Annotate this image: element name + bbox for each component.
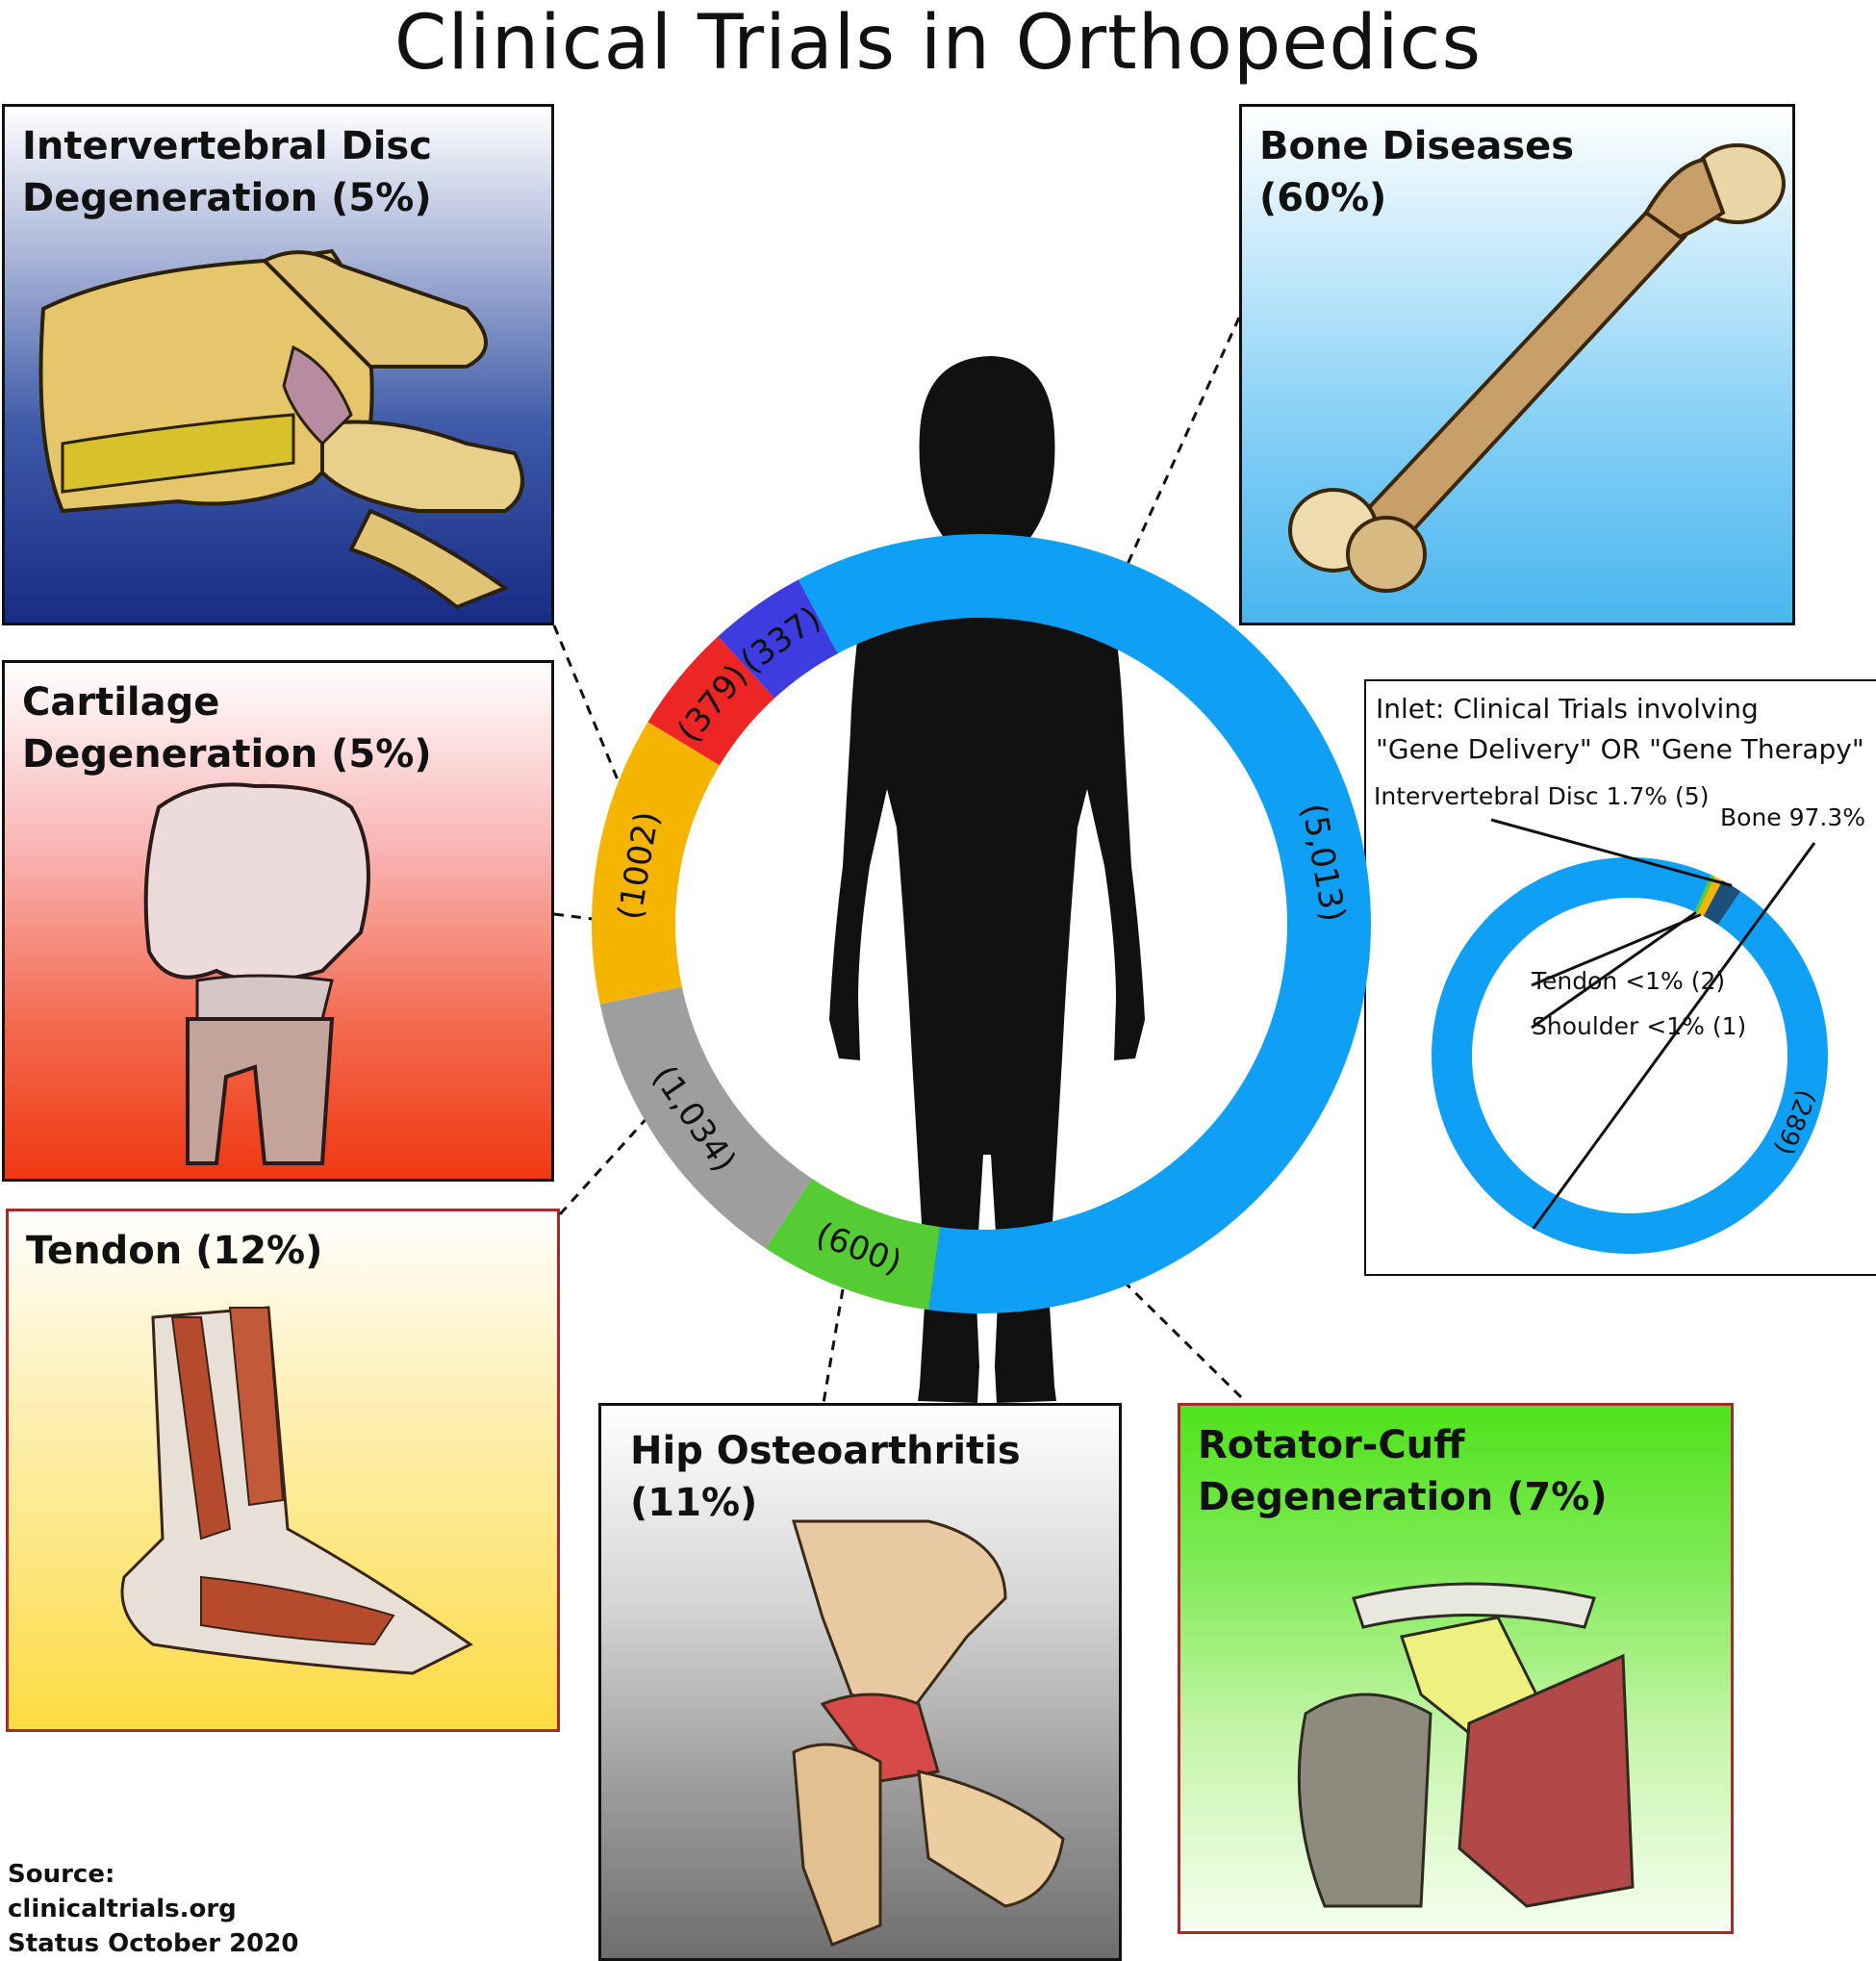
panel-title-line-2: Degeneration (7%) [1198,1475,1608,1519]
inset-slice-3 [1703,880,1741,926]
panel-bone-diseases: Bone Diseases (60%) [1239,104,1795,625]
panel-title: Hip Osteoarthritis (11%) [630,1425,1021,1529]
panel-intervertebral-disc: Intervertebral Disc Degeneration (5%) [2,104,554,625]
panel-title: Bone Diseases (60%) [1259,120,1574,224]
panel-title-line-1: Bone Diseases [1259,124,1575,168]
connector-line-2 [553,912,594,921]
connector-line-5 [822,1288,845,1404]
panel-title-line-1: Intervertebral Disc [22,124,432,168]
inset-callout-1: Intervertebral Disc 1.7% (5) [1374,782,1709,810]
femur-illustration [1288,143,1786,593]
panel-title-line-1: Hip Osteoarthritis [630,1429,1021,1473]
source-line-3: Status October 2020 [8,1929,299,1958]
inset-title: Inlet: Clinical Trials involving "Gene D… [1376,689,1864,770]
foot-illustration [120,1306,473,1675]
panel-title-line-1: Tendon (12%) [26,1229,323,1273]
page-title: Clinical Trials in Orthopedics [393,0,1483,87]
panel-title: Intervertebral Disc Degeneration (5%) [22,120,432,224]
connector-lines [552,317,1247,1404]
inset-leader-1 [1490,818,1733,887]
panel-title-line-2: Degeneration (5%) [22,732,432,777]
vertebra-illustration [38,248,524,610]
inset-leader-2 [1531,913,1702,987]
panel-hip-osteoarthritis: Hip Osteoarthritis (11%) [598,1403,1122,1961]
inset-callout-3: Shoulder <1% (1) [1532,1012,1746,1040]
panel-title-line-2: (11%) [630,1481,758,1525]
hip-illustration [791,1519,1065,1947]
inset-callout-2: Tendon <1% (2) [1531,967,1725,995]
inset-slice-1 [1694,875,1715,913]
panel-cartilage-degeneration: Cartilage Degeneration (5%) [2,660,554,1182]
panel-title: Tendon (12%) [26,1225,322,1277]
inset-box: Inlet: Clinical Trials involving "Gene D… [1364,679,1876,1276]
connector-line-0 [552,624,627,800]
panel-title: Cartilage Degeneration (5%) [22,676,432,780]
panel-title-line-2: (60%) [1259,176,1387,220]
inset-title-line-2: "Gene Delivery" OR "Gene Therapy" [1376,733,1864,765]
donut-slice-2 [599,986,813,1249]
source-note: Source: clinicaltrials.org Status Octobe… [8,1857,298,1961]
donut-slice-3 [591,722,720,1005]
shoulder-illustration [1297,1582,1635,1908]
panel-title: Rotator-Cuff Degeneration (7%) [1198,1419,1608,1523]
donut-slice-1 [766,1178,941,1311]
connector-line-3 [558,1112,652,1216]
donut-slice-4 [647,636,775,766]
panel-rotator-cuff: Rotator-Cuff Degeneration (7%) [1178,1403,1734,1934]
donut-slice-0 [798,534,1371,1313]
panel-title-line-1: Rotator-Cuff [1198,1423,1465,1467]
panel-title-line-2: Degeneration (5%) [22,176,432,220]
panel-title-line-1: Cartilage [22,680,220,725]
inset-leader-3 [1531,911,1697,1030]
inset-callout-0: Bone 97.3% [1720,803,1865,831]
source-line-2: clinicaltrials.org [8,1895,237,1923]
knee-illustration [143,782,370,1165]
inset-slice-0 [1431,856,1828,1254]
inset-slice-2 [1697,877,1723,917]
inset-donut-chart: (289)Bone 97.3%Intervertebral Disc 1.7% … [1374,782,1865,1254]
source-line-1: Source: [8,1860,115,1889]
connector-line-1 [1118,317,1241,582]
inset-title-line-1: Inlet: Clinical Trials involving [1376,693,1759,725]
panel-tendon: Tendon (12%) [6,1209,560,1732]
donut-slice-5 [718,579,838,699]
inset-leader-0 [1532,842,1816,1230]
